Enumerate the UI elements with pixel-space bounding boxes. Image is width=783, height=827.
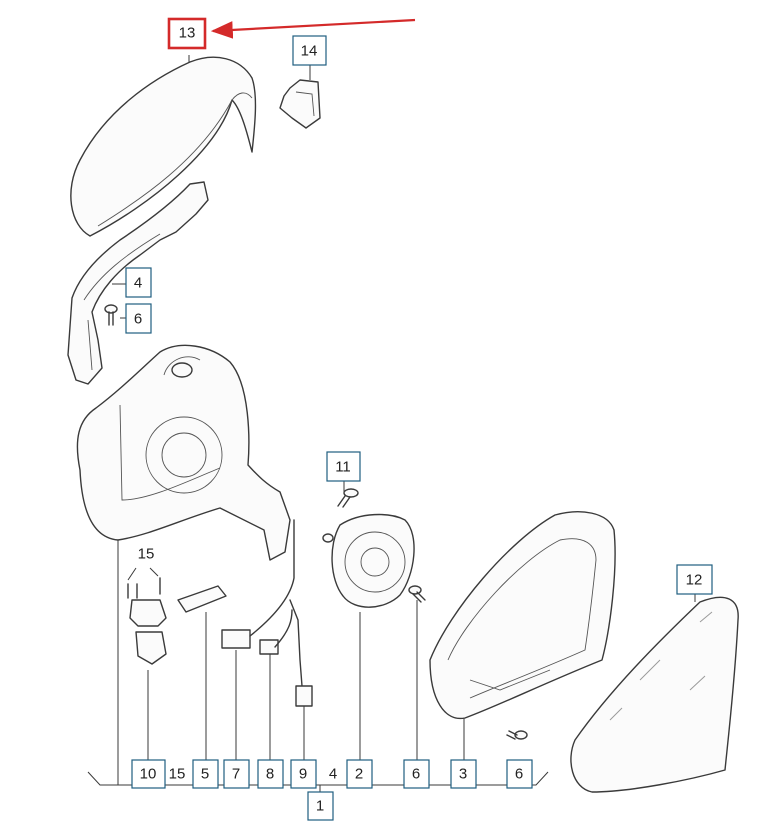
callout-10: 10	[131, 759, 166, 789]
callout-4-top: 4	[125, 267, 152, 298]
callout-label-10: 10	[140, 766, 157, 783]
callout-label-14: 14	[301, 43, 318, 60]
callout-label-5: 5	[201, 766, 209, 783]
callout-label-13: 13	[179, 25, 196, 42]
callout-11: 11	[326, 451, 361, 482]
callout-label-3: 3	[459, 766, 467, 783]
callout-label-8: 8	[266, 766, 274, 783]
highlight-arrow	[210, 18, 416, 39]
callout-label-4-top: 4	[134, 275, 142, 292]
mirror-cap-part	[70, 56, 257, 237]
screw-part-top	[104, 304, 118, 326]
callout-12: 12	[676, 564, 713, 595]
callout-label-2: 2	[355, 766, 363, 783]
callout-9: 9	[290, 759, 317, 789]
screw-part-11	[337, 488, 359, 508]
callout-1: 1	[307, 791, 334, 821]
screw-part-mid	[408, 585, 426, 603]
screw-part-right	[506, 730, 528, 740]
callout-label-15-bottom: 15	[169, 766, 186, 783]
callout-label-6-right: 6	[515, 766, 523, 783]
callout-label-12: 12	[686, 572, 703, 589]
callout-label-4-bottom: 4	[329, 766, 337, 783]
callout-5: 5	[192, 759, 219, 789]
callout-6-right: 6	[506, 759, 533, 789]
callout-label-7: 7	[232, 766, 240, 783]
mirror-housing-part	[76, 344, 291, 561]
callout-label-1: 1	[316, 798, 324, 815]
mirror-frame-part	[429, 511, 616, 720]
callout-label-15-top: 15	[138, 546, 155, 563]
callout-label-6-mid: 6	[412, 766, 420, 783]
callout-3: 3	[450, 759, 477, 789]
callout-7: 7	[223, 759, 250, 789]
motor-adjuster-part	[322, 513, 415, 608]
callout-2: 2	[346, 759, 373, 789]
leader-lines	[87, 55, 696, 792]
turn-signal-part	[279, 79, 321, 129]
callout-6-top: 6	[125, 303, 152, 334]
callout-8: 8	[257, 759, 284, 789]
wiring-components	[127, 519, 313, 707]
callout-label-11: 11	[335, 459, 351, 476]
callout-14: 14	[292, 35, 327, 66]
cover-bracket-part	[67, 181, 209, 385]
callout-label-9: 9	[299, 766, 307, 783]
callout-13: 13	[167, 17, 207, 50]
callout-label-6-top: 6	[134, 311, 142, 328]
mirror-glass-part	[570, 596, 739, 793]
callout-6-mid: 6	[403, 759, 430, 789]
